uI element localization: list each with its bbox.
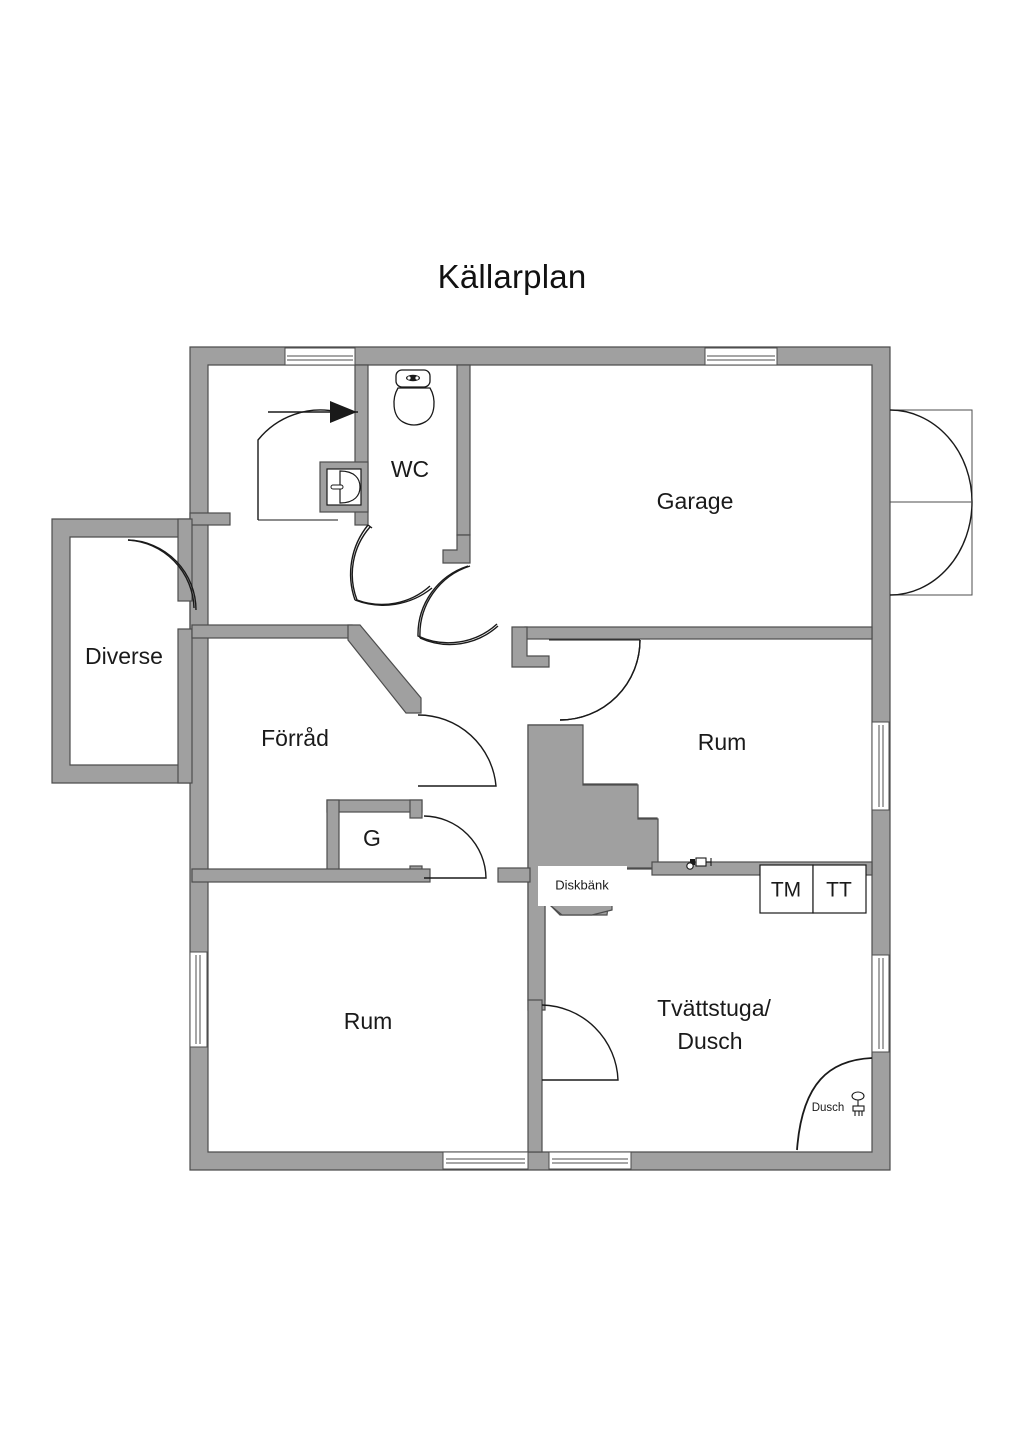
entrance-arrow-icon xyxy=(268,401,357,423)
interior-wall-wc-garage-jog xyxy=(442,534,471,564)
door-wc-arc xyxy=(351,526,431,606)
interior-wall-g-left xyxy=(326,799,340,879)
room-label-tvattstuga-line2: Dusch xyxy=(677,1028,742,1054)
room-label-forrad: Förråd xyxy=(261,725,329,751)
window-left-lower xyxy=(189,951,208,1048)
dusch-label: Dusch xyxy=(812,1102,845,1114)
room-label-rum-upper: Rum xyxy=(698,729,747,755)
room-labels: WC Garage Diverse Förråd G Rum Rum Tvätt… xyxy=(85,456,771,1054)
exterior-wall-main xyxy=(189,346,891,1171)
interior-wall-diverse-forrad-2 xyxy=(177,628,193,784)
doors xyxy=(127,401,973,1081)
toilet-icon xyxy=(393,369,435,426)
door-forrad-arc xyxy=(417,714,497,787)
door-diverse-arc xyxy=(127,539,195,609)
door-rum-upper-arc xyxy=(559,639,641,721)
room-label-tvattstuga-line1: Tvättstuga/ xyxy=(657,995,771,1021)
door-g-arc xyxy=(423,815,487,879)
room-label-wc: WC xyxy=(391,456,429,482)
interior-wall-g-top xyxy=(326,799,423,813)
door-garage-hall xyxy=(419,565,499,646)
door-tvattstuga-arc xyxy=(541,1004,619,1081)
door-garage-hall-arc xyxy=(417,565,498,644)
interior-wall-wc-garage xyxy=(456,364,471,536)
page-title: Källarplan xyxy=(437,258,587,295)
wash-basin-icon xyxy=(319,461,369,513)
room-label-diverse: Diverse xyxy=(85,643,163,669)
window-top-left xyxy=(284,347,356,366)
tt-label: TT xyxy=(826,879,852,902)
interior-wall-garage-rum-stub xyxy=(511,626,550,668)
shower-head-icon xyxy=(851,1091,865,1116)
interior-wall-garage-rum xyxy=(524,626,873,640)
door-garage-exterior xyxy=(889,409,973,596)
tumble-dryer-box: TT xyxy=(812,864,867,914)
interior-wall-hall-bottom xyxy=(189,512,231,526)
diskbank-box: Diskbänk xyxy=(538,866,627,906)
room-label-garage: Garage xyxy=(657,488,734,514)
interior-wall-forrad-top xyxy=(191,624,353,639)
wall-structure xyxy=(51,346,891,1171)
interior-wall-forrad-bottom xyxy=(191,868,431,883)
washing-machine-box: TM xyxy=(759,864,814,914)
faucet-icon xyxy=(686,857,712,870)
interior-wall-rum-tvattstuga xyxy=(527,999,543,1153)
window-bottom-left xyxy=(442,1151,529,1170)
service-core-stub-left xyxy=(497,867,531,883)
interior-wall-g-right xyxy=(409,799,423,819)
tm-label: TM xyxy=(771,879,801,902)
door-rum-upper xyxy=(559,639,641,721)
windows xyxy=(189,347,890,1170)
room-label-g: G xyxy=(363,825,381,851)
diskbank-label: Diskbänk xyxy=(555,877,609,892)
fixtures: Diskbänk TM TT Dusch xyxy=(319,369,873,1151)
window-bottom-right xyxy=(548,1151,632,1170)
window-right-upper xyxy=(871,721,890,811)
interior-wall-diverse-forrad xyxy=(177,518,193,602)
shower-enclosure xyxy=(796,1057,873,1151)
room-label-rum-lower: Rum xyxy=(344,1008,393,1034)
window-top-garage xyxy=(704,347,778,366)
interior-wall-forrad-angled xyxy=(347,624,422,714)
window-right-lower xyxy=(871,954,890,1053)
